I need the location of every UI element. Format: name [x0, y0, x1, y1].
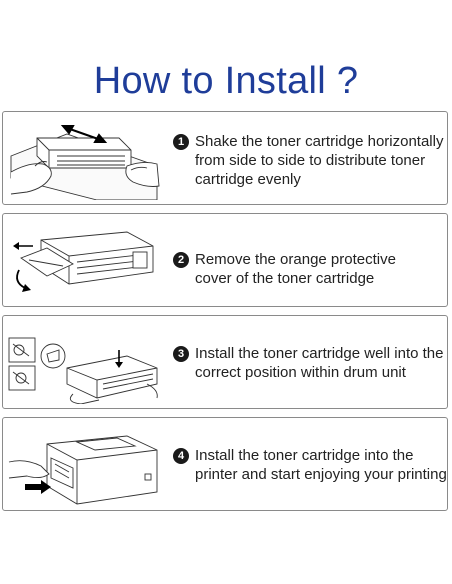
step-4-panel: 4 Install the toner cartridge into the pr… [2, 417, 448, 511]
step-2-line-2: cover of the toner cartridge [195, 270, 375, 287]
step-number-badge: 2 [173, 252, 189, 268]
step-2-panel: 2 Remove the orange protective cover of t… [2, 213, 448, 307]
step-3-line-2: correct position within drum unit [195, 364, 406, 381]
step-4-line-1: Install the toner cartridge into the [195, 447, 414, 464]
step-2-text: 2 Remove the orange protective cover of t… [173, 250, 443, 288]
step-2-line-1: Remove the orange protective [195, 251, 396, 268]
step-1-line-3: cartridge evenly [195, 171, 301, 188]
step-3-panel: 3 Install the toner cartridge well into t… [2, 315, 448, 409]
step-4-text: 4 Install the toner cartridge into the pr… [173, 446, 447, 484]
remove-cover-illustration [13, 231, 154, 292]
printer-install-illustration [8, 435, 158, 505]
shake-cartridge-illustration [10, 125, 160, 200]
step-4-line-2: printer and start enjoying your printing [195, 466, 447, 483]
step-3-line-1: Install the toner cartridge well into th… [195, 345, 444, 362]
step-number-badge: 4 [173, 448, 189, 464]
insert-into-drum-illustration [8, 337, 158, 404]
step-1-line-1: Shake the toner cartridge horizontally [195, 133, 444, 150]
step-3-text: 3 Install the toner cartridge well into t… [173, 344, 443, 382]
step-1-line-2: from side to side to distribute toner [195, 152, 426, 169]
page-title: How to Install ? [93, 60, 359, 102]
step-number-badge: 3 [173, 346, 189, 362]
step-number-badge: 1 [173, 134, 189, 150]
